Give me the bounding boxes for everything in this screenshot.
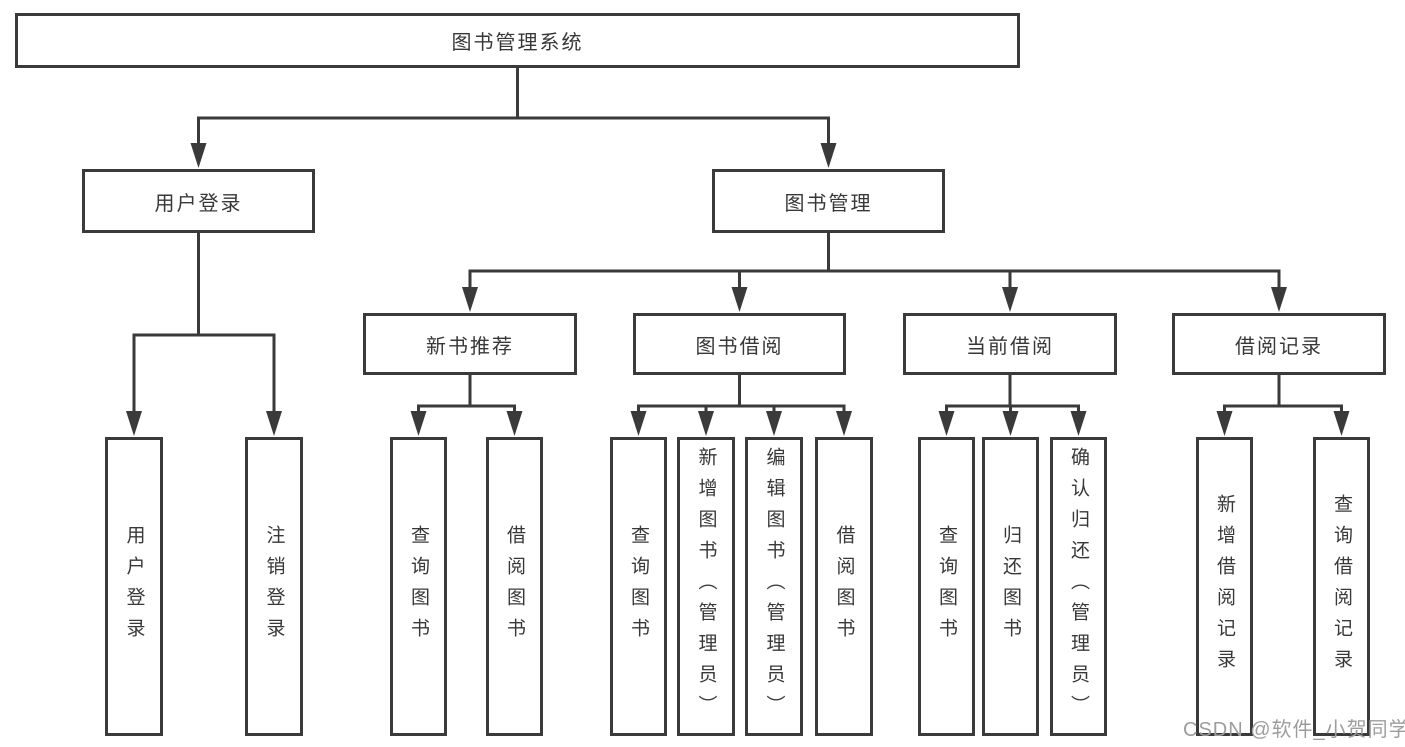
node-borrow-books-recommend: 借阅图书 [486, 437, 543, 736]
node-label: 新增图书（管理员） [695, 447, 717, 726]
node-user-login: 用户登录 [105, 437, 163, 736]
arrowhead-icon [938, 411, 955, 436]
node-current-borrow: 当前借阅 [903, 313, 1117, 375]
arrowhead-icon [1271, 287, 1287, 312]
node-label: 查询图书 [628, 524, 649, 649]
node-label: 查询图书 [408, 524, 429, 649]
arrowhead-icon [410, 411, 427, 436]
node-book-management: 图书管理 [712, 169, 945, 233]
arrowhead-icon [698, 411, 714, 436]
arrowhead-icon [630, 411, 647, 436]
arrowhead-icon [1333, 411, 1350, 436]
node-label: 注销登录 [263, 524, 285, 649]
node-label: 编辑图书（管理员） [763, 447, 785, 726]
arrowhead-icon [506, 411, 523, 436]
node-label: 确认归还（管理员） [1068, 447, 1089, 726]
node-label: 新增借阅记录 [1214, 493, 1235, 680]
node-label: 图书管理 [784, 192, 873, 215]
node-label: 查询借阅记录 [1331, 493, 1352, 680]
node-label: 新书推荐 [426, 335, 514, 358]
node-query-borrow-record: 查询借阅记录 [1313, 437, 1370, 736]
node-confirm-return-admin: 确认归还（管理员） [1050, 437, 1107, 736]
arrowhead-icon [836, 411, 852, 436]
node-query-books-borrow: 查询图书 [610, 437, 667, 736]
node-root: 图书管理系统 [15, 13, 1020, 68]
node-add-borrow-record: 新增借阅记录 [1196, 437, 1253, 736]
node-add-books-admin: 新增图书（管理员） [677, 437, 735, 736]
node-return-books: 归还图书 [982, 437, 1039, 736]
arrowhead-icon [1216, 411, 1233, 436]
arrowhead-icon [190, 143, 207, 168]
node-label: 借阅图书 [504, 524, 525, 649]
arrowhead-icon [126, 411, 142, 436]
node-label: 用户登录 [154, 192, 243, 215]
node-label: 图书借阅 [695, 335, 784, 358]
arrowhead-icon [766, 411, 782, 436]
node-book-borrow: 图书借阅 [633, 313, 846, 375]
watermark: CSDN @软件_小贺同学 [1183, 719, 1405, 741]
arrowhead-icon [1002, 411, 1019, 436]
node-label: 用户登录 [123, 524, 145, 649]
node-query-books-recommend: 查询图书 [390, 437, 447, 736]
node-label: 借阅记录 [1235, 335, 1323, 358]
node-user-login-group: 用户登录 [82, 169, 315, 233]
arrowhead-icon [266, 411, 282, 436]
arrowhead-icon [1002, 287, 1018, 312]
node-logout-login: 注销登录 [245, 437, 303, 736]
node-borrow-record: 借阅记录 [1172, 313, 1386, 375]
node-label: 归还图书 [1000, 524, 1021, 649]
arrowhead-icon [1070, 411, 1087, 436]
arrowhead-icon [820, 143, 837, 168]
node-borrow-books: 借阅图书 [815, 437, 873, 736]
node-query-books-current: 查询图书 [918, 437, 975, 736]
node-label: 查询图书 [936, 524, 957, 649]
arrowhead-icon [731, 287, 748, 312]
node-label: 当前借阅 [966, 335, 1054, 358]
node-new-book-recommend: 新书推荐 [363, 313, 577, 375]
node-label: 借阅图书 [833, 524, 855, 649]
node-label: 图书管理系统 [451, 32, 584, 54]
node-edit-books-admin: 编辑图书（管理员） [745, 437, 803, 736]
arrowhead-icon [462, 287, 478, 312]
